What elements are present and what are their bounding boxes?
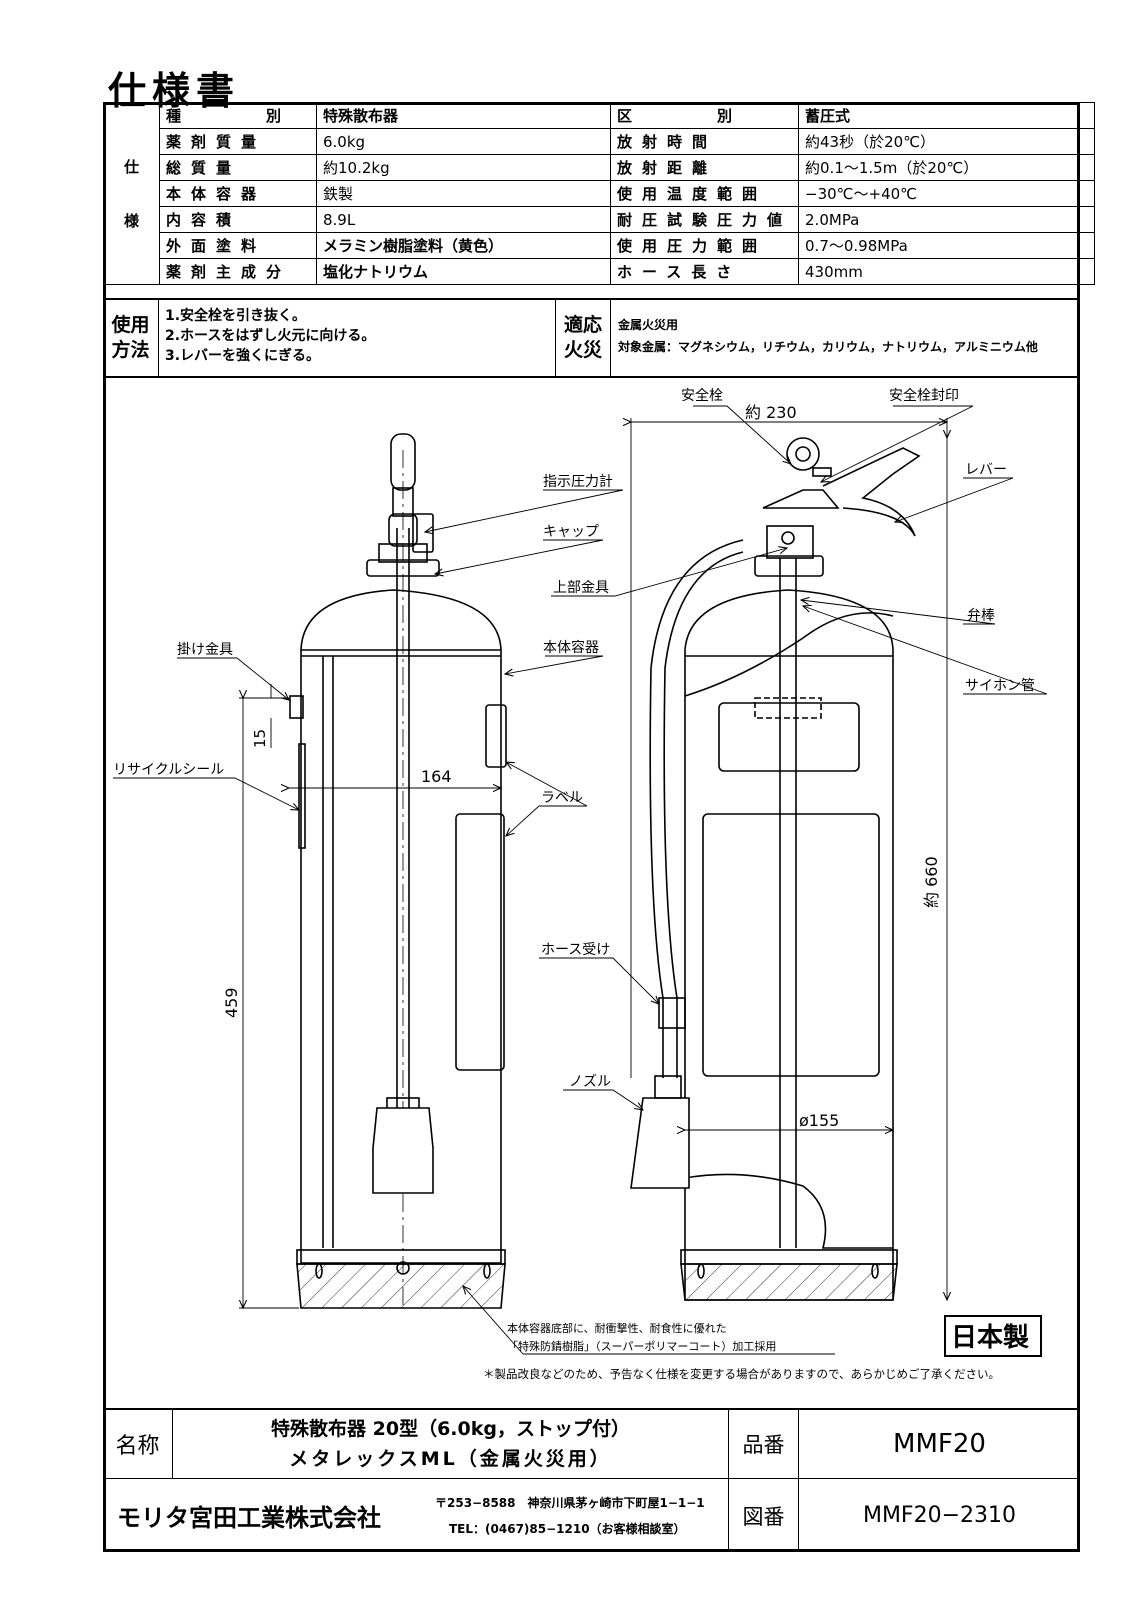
spec-r-value: 約43秒（於20℃） bbox=[798, 128, 1096, 155]
spec-r-label: 区 別 bbox=[609, 102, 800, 129]
title-block: 名称 特殊散布器 20型（6.0kg，ストップ付） メタレックスML（金属火災用… bbox=[103, 1408, 1080, 1552]
label-upper-fitting: 上部金具 bbox=[553, 580, 609, 596]
note-line-1: 本体容器底部に、耐衝撃性、耐食性に優れた bbox=[507, 1321, 727, 1335]
spec-l-value: 8.9L bbox=[316, 206, 611, 233]
label-valve-rod: 弁棒 bbox=[967, 608, 995, 624]
usage-step: 1.安全栓を引き抜く。 bbox=[165, 308, 307, 324]
spec-l-label: 薬剤質量 bbox=[159, 128, 317, 155]
front-view bbox=[289, 433, 507, 1309]
made-in-japan: 日本製 bbox=[951, 1323, 1029, 1353]
company-tel: TEL：(0467)85−1210（お客様相談室） bbox=[449, 1521, 686, 1536]
spec-r-label: 使用圧力範囲 bbox=[609, 232, 800, 259]
label-cap: キャップ bbox=[543, 524, 599, 540]
fire-type-line: 金属火災用 bbox=[618, 318, 679, 332]
drawing-number: MMF20−2310 bbox=[799, 1478, 1080, 1552]
spec-r-value: 2.0MPa bbox=[798, 206, 1096, 233]
spec-l-value: 6.0kg bbox=[316, 128, 611, 155]
label-gauge: 指示圧力計 bbox=[543, 474, 613, 490]
usage-step: 2.ホースをはずし火元に向ける。 bbox=[165, 328, 376, 344]
spec-r-label: 放射時間 bbox=[609, 128, 800, 155]
dim-230: 約 230 bbox=[745, 403, 797, 422]
fire-type-values: 金属火災用 対象金属：マグネシウム，リチウム，カリウム，ナトリウム，アルミニウム… bbox=[618, 300, 1078, 376]
spec-r-value: 約0.1～1.5m（於20℃） bbox=[798, 154, 1096, 181]
label-siphon: サイホン管 bbox=[965, 678, 1035, 694]
company-block: モリタ宮田工業株式会社 〒253−8588 神奈川県茅ヶ崎市下町屋1−1−1 T… bbox=[103, 1478, 729, 1552]
spec-r-value: −30℃～+40℃ bbox=[798, 180, 1096, 207]
technical-drawing: 安全栓 安全栓封印 レバー 指示圧力計 キャップ 上部金具 弁棒 サイホン管 本… bbox=[113, 387, 1048, 1381]
spec-l-value: 塩化ナトリウム bbox=[316, 258, 611, 285]
spec-row: 仕様種 別特殊散布器区 別蓄圧式 bbox=[103, 102, 1096, 285]
label-recycle-seal: リサイクルシール bbox=[113, 762, 224, 778]
dim-164: 164 bbox=[421, 767, 452, 786]
usage-label-1: 使用 bbox=[111, 314, 150, 336]
usage-steps: 1.安全栓を引き抜く。 2.ホースをはずし火元に向ける。 3.レバーを強くにぎる… bbox=[165, 300, 550, 376]
product-name-line2: メタレックスML（金属火災用） bbox=[289, 1448, 612, 1470]
spec-r-label: ホース長さ bbox=[609, 258, 800, 285]
spec-r-value: 蓄圧式 bbox=[798, 102, 1096, 129]
spec-l-value: 鉄製 bbox=[316, 180, 611, 207]
label-nozzle: ノズル bbox=[569, 1074, 611, 1090]
spec-l-label: 外面塗料 bbox=[159, 232, 317, 259]
dim-459: 459 bbox=[222, 987, 241, 1018]
drawing-no-label: 図番 bbox=[729, 1478, 799, 1552]
company-address: 〒253−8588 神奈川県茅ヶ崎市下町屋1−1−1 bbox=[435, 1495, 705, 1510]
spec-l-value: 約10.2kg bbox=[316, 154, 611, 181]
spec-l-label: 総質量 bbox=[159, 154, 317, 181]
product-name-line1: 特殊散布器 20型（6.0kg，ストップ付） bbox=[271, 1418, 630, 1440]
spec-side-1: 仕 bbox=[123, 157, 139, 176]
spec-r-label: 耐圧試験圧力値 bbox=[609, 206, 800, 233]
spec-l-value: メラミン樹脂塗料（黄色） bbox=[316, 232, 611, 259]
dim-155: ø155 bbox=[799, 1111, 839, 1130]
fire-type-label: 適応 火災 bbox=[555, 300, 611, 376]
usage-step: 3.レバーを強くにぎる。 bbox=[165, 348, 321, 364]
note-line-2: 「特殊防錆樹脂」（スーパーポリマーコート）加工採用 bbox=[507, 1339, 776, 1353]
usage-label: 使用 方法 bbox=[103, 300, 159, 376]
made-in-japan-box bbox=[944, 1315, 1042, 1357]
side-view bbox=[630, 437, 921, 1301]
spec-l-label: 内容積 bbox=[159, 206, 317, 233]
label-label: ラベル bbox=[541, 790, 583, 806]
dimension-lines bbox=[239, 418, 947, 1308]
target-metals: 対象金属：マグネシウム，リチウム，カリウム，ナトリウム，アルミニウム他 bbox=[618, 340, 1038, 354]
label-hose-holder: ホース受け bbox=[541, 942, 610, 958]
dim-15: 15 bbox=[251, 729, 269, 748]
spec-l-label: 薬剤主成分 bbox=[159, 258, 317, 285]
label-safety-seal: 安全栓封印 bbox=[889, 387, 959, 404]
fire-label-2: 火災 bbox=[563, 339, 602, 361]
product-name: 特殊散布器 20型（6.0kg，ストップ付） メタレックスML（金属火災用） bbox=[173, 1408, 729, 1478]
spec-l-label: 種 別 bbox=[159, 102, 317, 129]
spec-r-value: 430mm bbox=[798, 258, 1096, 285]
company-name: モリタ宮田工業株式会社 bbox=[117, 1504, 381, 1532]
usage-label-2: 方法 bbox=[111, 339, 150, 361]
spec-r-value: 0.7～0.98MPa bbox=[798, 232, 1096, 259]
dim-660: 約 660 bbox=[922, 856, 941, 908]
label-lever: レバー bbox=[965, 462, 1007, 478]
spec-side-label: 仕様 bbox=[103, 102, 160, 285]
name-label: 名称 bbox=[103, 1408, 173, 1478]
company-contact: 〒253−8588 神奈川県茅ヶ崎市下町屋1−1−1 TEL：(0467)85−… bbox=[435, 1490, 705, 1542]
label-hanger: 掛け金具 bbox=[177, 642, 233, 658]
fire-label-1: 適応 bbox=[563, 314, 602, 336]
spec-side-2: 様 bbox=[123, 211, 139, 230]
spec-r-label: 使用温度範囲 bbox=[609, 180, 800, 207]
usage-section: 使用 方法 1.安全栓を引き抜く。 2.ホースをはずし火元に向ける。 3.レバー… bbox=[103, 298, 1080, 378]
leader-lines bbox=[113, 405, 1048, 1355]
part-number: MMF20 bbox=[799, 1408, 1080, 1478]
part-label: 品番 bbox=[729, 1408, 799, 1478]
spec-l-label: 本体容器 bbox=[159, 180, 317, 207]
disclaimer: ＊製品改良などのため、予告なく仕様を変更する場合がありますので、あらかじめご了承… bbox=[483, 1367, 1000, 1381]
label-body: 本体容器 bbox=[543, 639, 599, 656]
spec-r-label: 放射距離 bbox=[609, 154, 800, 181]
spec-row: 本体容器鉄製使用温度範囲−30℃～+40℃ bbox=[104, 180, 1096, 207]
label-safety-pin: 安全栓 bbox=[681, 387, 723, 404]
spec-l-value: 特殊散布器 bbox=[316, 102, 611, 129]
